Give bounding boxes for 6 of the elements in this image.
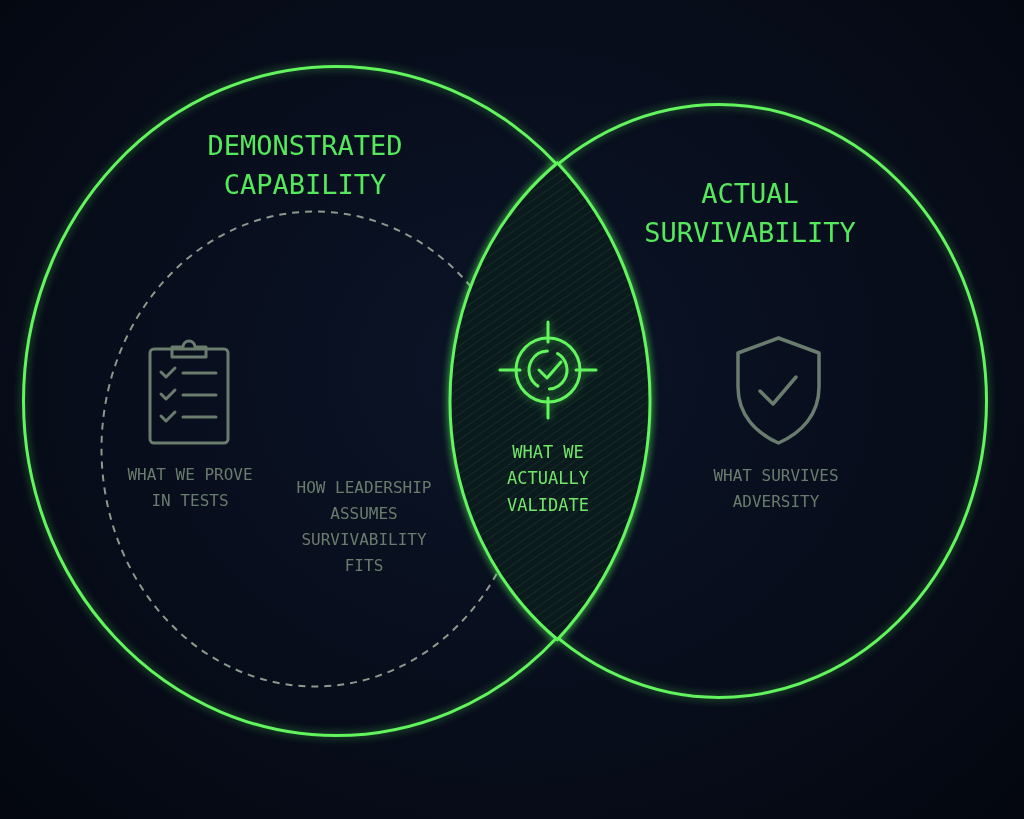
region-label: WHAT SURVIVES ADVERSITY (712, 465, 840, 513)
region-label: WHAT WE ACTUALLY VALIDATE (506, 441, 590, 517)
region-label: WHAT WE PROVE IN TESTS (126, 464, 254, 512)
set-title: ACTUAL SURVIVABILITY (643, 177, 857, 250)
set-title: DEMONSTRATED CAPABILITY (206, 129, 404, 202)
region-label: HOW LEADERSHIP ASSUMES SURVIVABILITY FITS (295, 477, 433, 577)
